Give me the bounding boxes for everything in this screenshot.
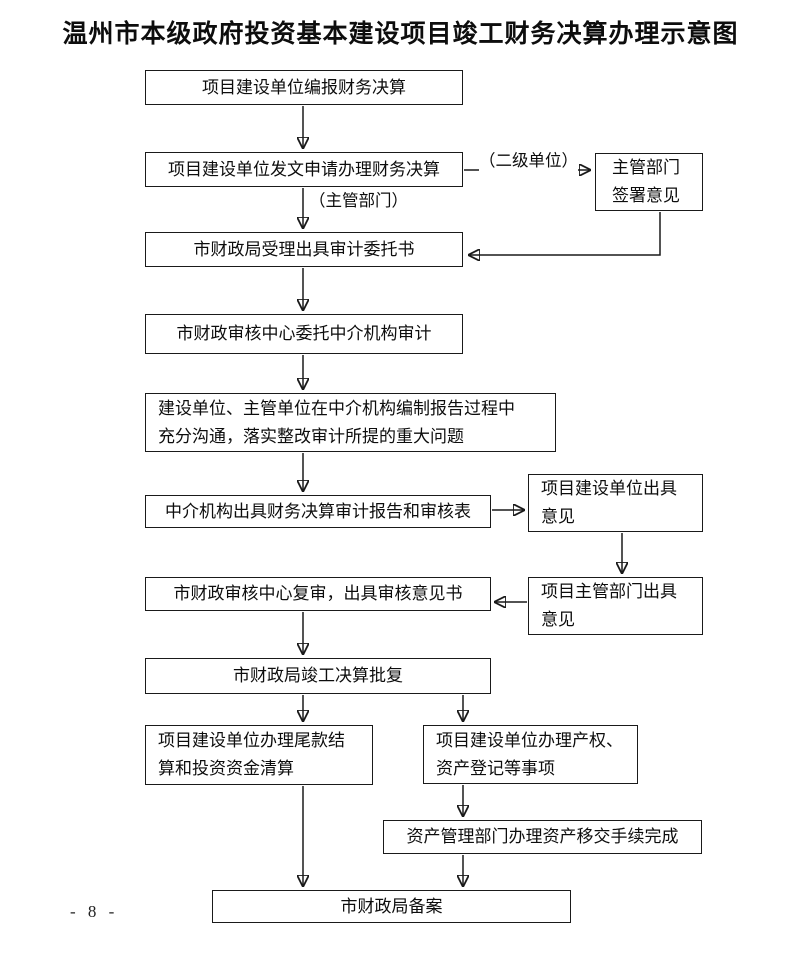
- flow-node-dept-sign-opinion: 主管部门 签署意见: [595, 153, 703, 211]
- page-title: 温州市本级政府投资基本建设项目竣工财务决算办理示意图: [62, 20, 739, 48]
- flow-node-communicate-rectify: 建设单位、主管单位在中介机构编制报告过程中 充分沟通，落实整改审计所提的重大问题: [145, 393, 556, 452]
- flow-node-finance-filing: 市财政局备案: [212, 890, 571, 923]
- branch-label-competent-dept: （主管部门）: [309, 191, 408, 211]
- arrow-n2a-n3: [468, 212, 661, 255]
- flow-node-build-unit-apply: 项目建设单位发文申请办理财务决算: [145, 152, 463, 187]
- branch-label-secondary-unit: （二级单位）: [479, 151, 578, 171]
- flow-node-finance-accept-entrust: 市财政局受理出具审计委托书: [145, 232, 463, 267]
- flow-node-build-unit-opinion: 项目建设单位出具 意见: [528, 474, 703, 532]
- flow-node-finance-approval: 市财政局竣工决算批复: [145, 658, 491, 694]
- flow-node-dept-issue-opinion: 项目主管部门出具 意见: [528, 577, 703, 635]
- flow-node-final-payment-settle: 项目建设单位办理尾款结 算和投资资金清算: [145, 725, 373, 785]
- flow-node-property-registration: 项目建设单位办理产权、 资产登记等事项: [423, 725, 638, 784]
- page-number: - 8 -: [70, 902, 119, 921]
- flow-node-review-center-recheck: 市财政审核中心复审，出具审核意见书: [145, 577, 491, 611]
- flow-node-agency-issue-report: 中介机构出具财务决算审计报告和审核表: [145, 495, 491, 528]
- flow-node-build-unit-compile: 项目建设单位编报财务决算: [145, 70, 463, 105]
- flow-node-asset-transfer-complete: 资产管理部门办理资产移交手续完成: [383, 820, 702, 854]
- flow-node-review-center-entrust: 市财政审核中心委托中介机构审计: [145, 314, 463, 354]
